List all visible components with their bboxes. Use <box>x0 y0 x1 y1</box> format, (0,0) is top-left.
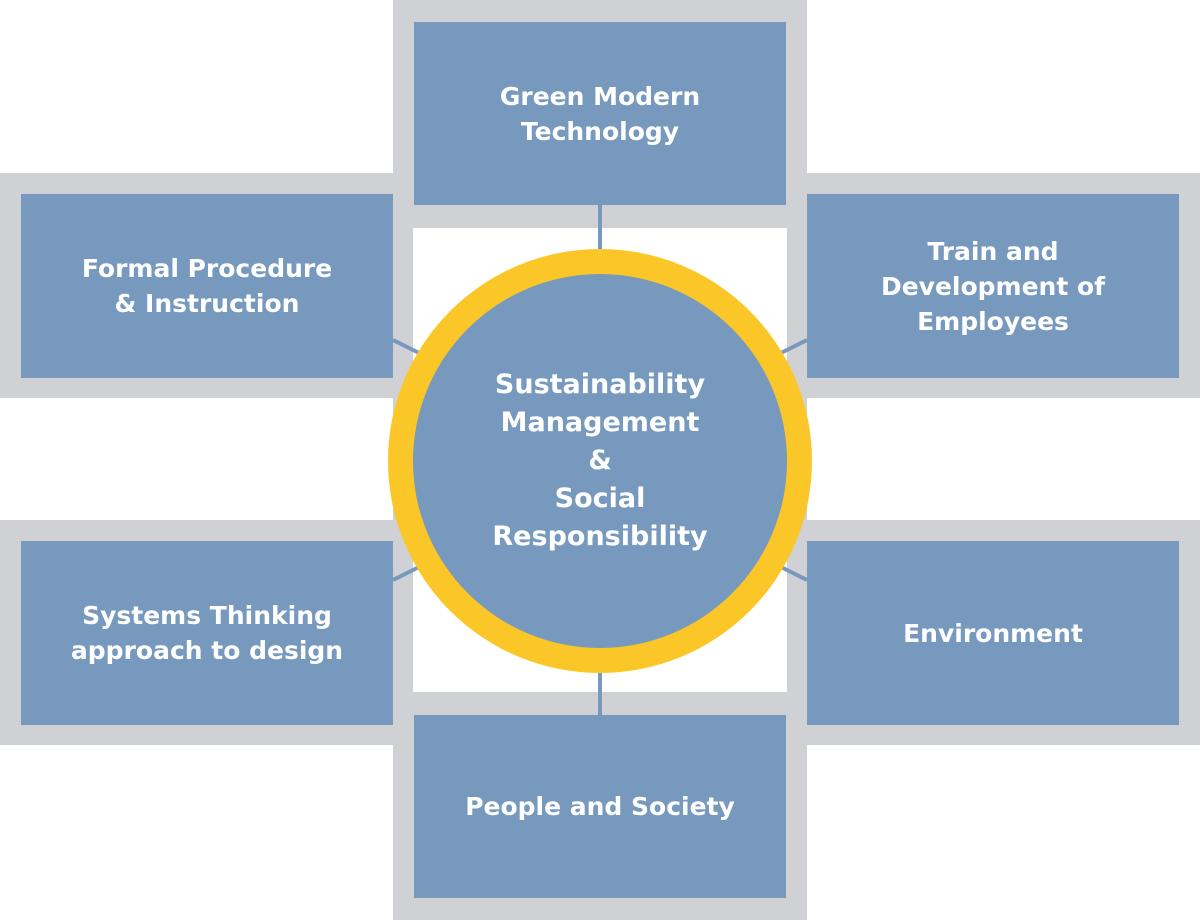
center-label: Sustainability Management & Social Respo… <box>492 369 708 552</box>
node-green-modern-technology: Green Modern Technology <box>414 22 786 205</box>
node-people-society: People and Society <box>414 715 786 898</box>
center-circle: Sustainability Management & Social Respo… <box>413 274 787 648</box>
node-environment: Environment <box>807 541 1179 725</box>
node-label: Environment <box>903 618 1083 648</box>
node-label: Green Modern Technology <box>499 81 701 146</box>
node-systems-thinking: Systems Thinking approach to design <box>21 541 393 725</box>
node-label: Systems Thinking approach to design <box>70 601 344 665</box>
node-label: Formal Procedure & Instruction <box>81 254 333 318</box>
node-train-development: Train and Development of Employees <box>807 194 1179 378</box>
node-formal-procedure: Formal Procedure & Instruction <box>21 194 393 378</box>
node-label: People and Society <box>465 792 735 821</box>
node-label: Train and Development of Employees <box>880 236 1106 336</box>
